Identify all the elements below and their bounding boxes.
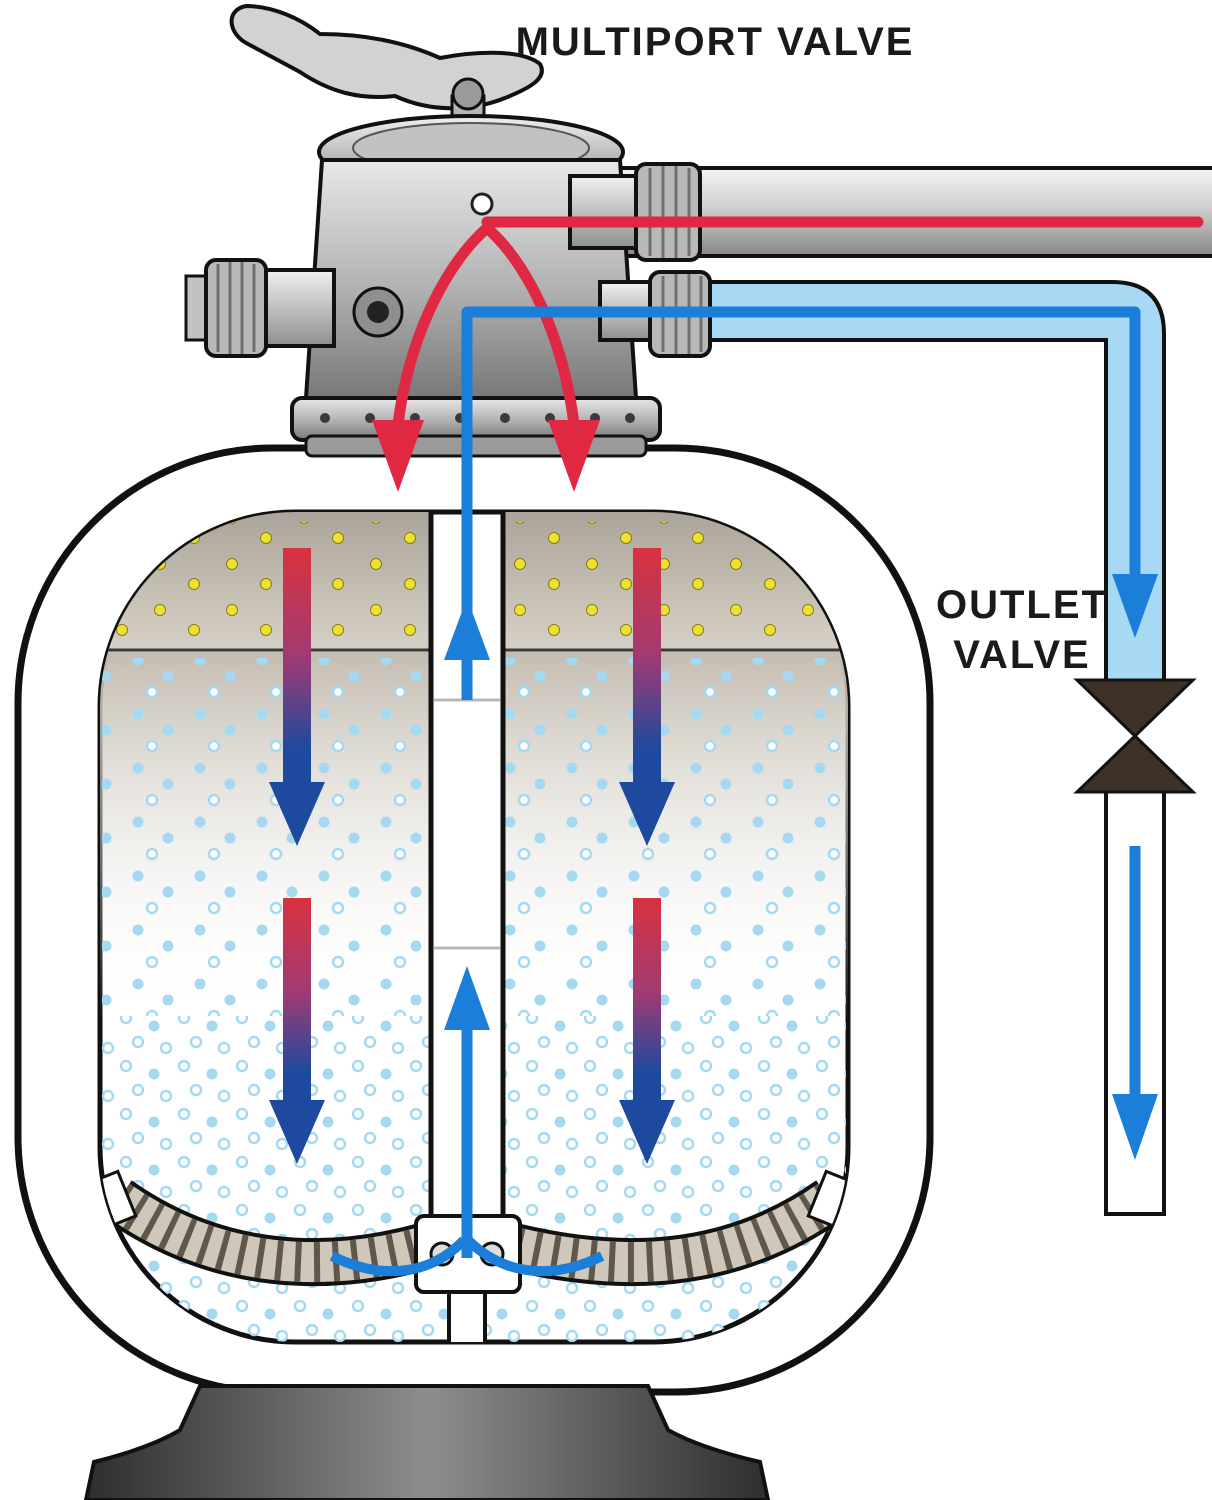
inlet-arrow-left-shaft	[392, 223, 491, 425]
inlet-arrow-right-shaft	[483, 223, 580, 425]
flow-arrow-down-upper-right	[619, 548, 675, 846]
outlet-valve-lower	[1073, 733, 1197, 794]
inlet-arrow-right-head	[548, 420, 600, 492]
valve-right-upper-port	[568, 162, 702, 262]
return-arrow-down-head	[1112, 574, 1158, 638]
outlet-valve-upper	[1073, 678, 1197, 739]
return-flow-line	[461, 306, 1141, 700]
flow-arrow-down-upper-left	[269, 548, 325, 846]
valve-left-port	[184, 258, 404, 358]
collector-curve-right	[464, 1236, 605, 1277]
filter-tank	[14, 444, 934, 1396]
valve-flange	[290, 396, 662, 458]
lateral-left	[100, 1169, 429, 1287]
standpipe-arrow-up-head	[444, 598, 490, 660]
inlet-arrow-left-head	[372, 420, 424, 492]
flow-arrow-down-lower-right	[619, 898, 675, 1164]
tank-interior	[100, 512, 848, 1342]
standpipe-arrow-lower-head	[444, 966, 490, 1030]
outlet-valve-label-line2: VALVE	[953, 633, 1090, 677]
outlet-valve-icon	[1073, 678, 1197, 794]
tank-base	[83, 1384, 771, 1500]
valve-sight-hole	[470, 192, 494, 216]
flow-arrow-down-lower-left	[269, 898, 325, 1164]
multiport-valve-label: MULTIPORT VALVE	[516, 20, 915, 64]
piping-right	[558, 166, 1212, 1216]
outlet-valve-label-line1: OUTLET	[936, 583, 1108, 627]
handle-pivot	[451, 77, 485, 111]
multiport-valve	[184, 3, 712, 458]
flow-overlay	[329, 216, 1204, 1277]
collector-curve-left	[329, 1236, 468, 1277]
lateral-right	[508, 1169, 848, 1287]
drain-arrow-head	[1112, 1094, 1158, 1160]
